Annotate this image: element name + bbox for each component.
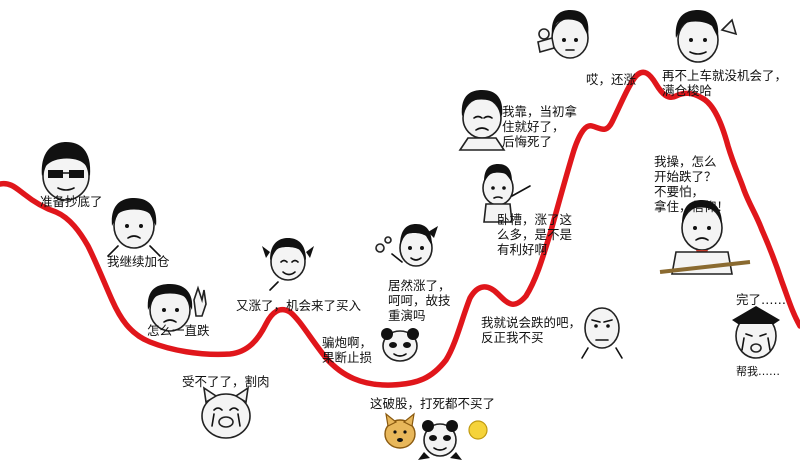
caption-keeps-falling: 怎么一直跌: [147, 323, 210, 338]
caption-still-rising: 哎，还涨: [586, 72, 637, 87]
caption-regret-holding: 卧槽，涨了这 么多，是不是 有利好啊: [497, 212, 573, 257]
caption-knew-it: 我就说会跌的吧， 反正我不买: [481, 315, 582, 345]
holding-on-man-icon: [659, 200, 751, 275]
sunglasses-face-icon: [41, 142, 91, 201]
caption-rising-again: 又涨了，机会来了买入: [236, 298, 362, 313]
caption-why-falling: 我操，怎么 开始跌了？ 不要怕， 拿住，信仰！: [654, 154, 730, 214]
caption-should-have-held: 我靠，当初拿 住就好了， 后悔死了: [502, 104, 578, 149]
caption-old-trick: 居然涨了， 呵呵，故技 重演吗: [388, 278, 451, 323]
watching-face-icon: [537, 10, 589, 59]
worried-face-icon: [147, 284, 207, 332]
caption-keep-adding: 我继续加仓: [107, 254, 170, 269]
girl-with-coins-icon: [375, 224, 438, 267]
caption-bull-trap: 骗炮啊， 果断止损: [322, 335, 373, 365]
crying-pig-icon: [201, 386, 251, 439]
doge-panda-sun-icon: [384, 412, 488, 460]
price-curve: [0, 69, 800, 388]
excited-girl-icon: [262, 238, 314, 291]
caption-all-in: 再不上车就没机会了， 满仓梭哈: [662, 68, 788, 98]
caption-never-again: 这破股，打死都不买了: [370, 396, 496, 411]
pointing-man-icon: [482, 164, 531, 223]
all-in-face-icon: [675, 10, 738, 63]
caption-help: 帮我……: [736, 365, 780, 378]
despair-face-icon: [732, 306, 780, 359]
panda-head-icon: [381, 328, 419, 362]
caption-cut-loss: 受不了了，割肉: [182, 374, 270, 389]
adding-position-face-icon: [107, 198, 161, 257]
regret-face-icon: [458, 90, 506, 151]
caption-game-over: 完了……: [736, 292, 787, 307]
skeptic-face-icon: [581, 307, 623, 359]
caption-buy-bottom: 准备抄底了: [40, 194, 103, 209]
